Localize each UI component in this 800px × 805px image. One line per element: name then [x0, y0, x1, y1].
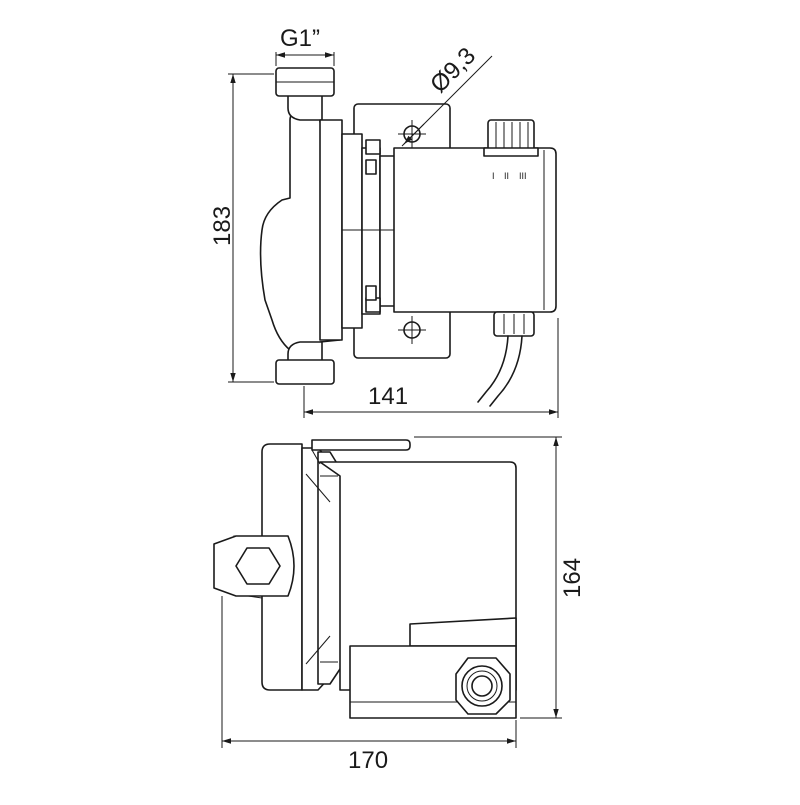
dim-length-top: 170 — [221, 596, 517, 774]
dim-hole-label: Ø9,3 — [425, 42, 481, 98]
dim-height-side: 183 — [209, 73, 274, 383]
cable-gland-nut — [455, 657, 511, 715]
motor-body — [393, 147, 557, 313]
dim-height-side-label: 183 — [209, 206, 236, 246]
bottom-nozzle — [275, 341, 335, 385]
top-plate — [311, 439, 411, 451]
cable-gland — [493, 311, 535, 337]
flange-outer — [319, 119, 343, 341]
dim-width-top-label: 164 — [559, 558, 586, 598]
cable — [477, 335, 509, 403]
mounting-hole-bottom — [398, 316, 426, 344]
flange-inner — [341, 133, 363, 329]
dim-width-top: 164 — [414, 436, 586, 719]
speed-mark-2: II — [504, 171, 509, 181]
speed-marks: I II III — [492, 171, 527, 181]
side-view: I II III G1” — [209, 25, 559, 418]
dim-thread-label: G1” — [280, 25, 320, 52]
top-nozzle — [275, 67, 335, 121]
dim-thread: G1” — [275, 25, 335, 66]
speed-mark-1: I — [492, 171, 495, 181]
speed-knob — [483, 119, 539, 157]
hex-inlet — [213, 535, 295, 597]
dim-length-side-label: 141 — [368, 383, 408, 410]
dim-length-side: 141 — [303, 318, 559, 418]
dim-length-top-label: 170 — [348, 747, 388, 774]
top-view: 164 170 — [213, 436, 586, 774]
speed-mark-3: III — [519, 171, 527, 181]
